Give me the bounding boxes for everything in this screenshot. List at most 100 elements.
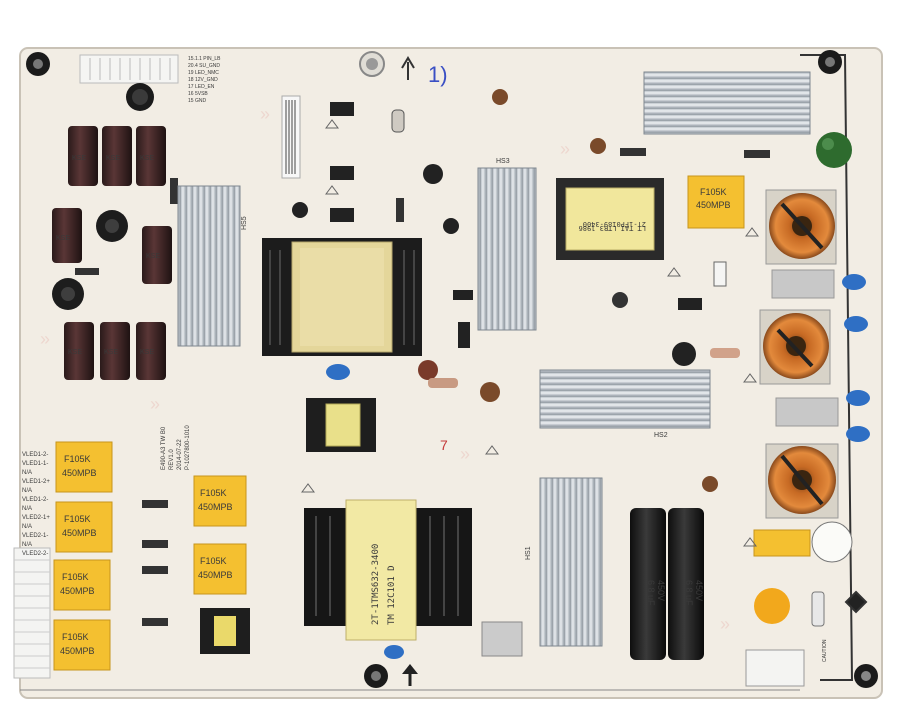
svg-text:F105K: F105K — [64, 514, 91, 524]
board-id-silk: E490-A3 TW B0 REV1.0 2014-07-22 P-102780… — [161, 425, 191, 470]
svg-text:15.1.1 PIN_LB: 15.1.1 PIN_LB — [188, 56, 221, 62]
led-output-connector — [13, 547, 51, 679]
svg-text:»: » — [40, 329, 50, 349]
arrow-icon — [402, 664, 418, 686]
svg-text:HS5: HS5 — [241, 216, 248, 230]
svg-text:P-1027800-1010: P-1027800-1010 — [185, 425, 191, 470]
electrolytic-capacitor — [126, 83, 154, 111]
x-capacitor: F105K 450MPB — [55, 441, 113, 493]
svg-text:REV1.0: REV1.0 — [169, 449, 175, 470]
blue-y-capacitors — [326, 274, 870, 659]
svg-text:»: » — [560, 139, 570, 159]
diode — [170, 178, 178, 204]
mounting-hole — [364, 664, 388, 688]
svg-text:F105K: F105K — [62, 632, 89, 642]
svg-text:F105K: F105K — [62, 572, 89, 582]
green-varistor — [816, 132, 852, 168]
svg-text:N/A: N/A — [22, 542, 32, 548]
svg-text:450MPB: 450MPB — [62, 468, 97, 478]
bottom-right-components: CAUTION — [745, 521, 868, 687]
svg-text:N/A: N/A — [22, 506, 32, 512]
caution-label: CAUTION — [822, 639, 828, 662]
svg-text:18 12V_GND: 18 12V_GND — [188, 77, 218, 83]
svg-text:N/A: N/A — [22, 524, 32, 530]
svg-text:VLED2-1+: VLED2-1+ — [22, 515, 50, 521]
led-connector-labels: VLED1-2- VLED1-1- N/A VLED1-2+ N/A VLED1… — [22, 452, 50, 557]
grey-capacitor — [775, 397, 839, 427]
svg-text:450V: 450V — [694, 580, 704, 601]
main-transformer — [262, 238, 422, 356]
svg-text:KSE: KSE — [68, 349, 82, 356]
svg-text:KSE: KSE — [140, 349, 154, 356]
x-capacitor: F105K 450MPB — [55, 501, 113, 553]
svg-text:»: » — [150, 394, 160, 414]
bulk-capacitor-2: 6 8 uF 450V — [668, 508, 704, 660]
svg-text:450MPB: 450MPB — [198, 502, 233, 512]
heatsink-hs3 — [477, 167, 537, 331]
grey-capacitor — [771, 269, 835, 299]
svg-text:HS3: HS3 — [496, 158, 510, 165]
red-hand-mark: 7 — [440, 437, 448, 453]
mounting-hole — [26, 52, 50, 76]
svg-text:KSE: KSE — [146, 253, 160, 260]
svg-text:20.4 SU_GND: 20.4 SU_GND — [188, 63, 220, 69]
transformer-top-label-1: 2T-1FP0189-3400 — [583, 220, 646, 228]
x-capacitor: F105K 450MPB — [193, 475, 247, 527]
coil-choke-1 — [765, 189, 837, 265]
transistor-group — [292, 89, 508, 234]
svg-text:»: » — [720, 614, 730, 634]
svg-text:F105K: F105K — [700, 187, 727, 197]
inductor — [96, 210, 128, 242]
heatsink-hs2 — [539, 369, 711, 429]
svg-text:450MPB: 450MPB — [198, 570, 233, 580]
small-components-mid — [418, 138, 770, 492]
svg-text:450MPB: 450MPB — [60, 586, 95, 596]
transformer-label-1: 2T-1TMS632-3400 — [371, 544, 381, 625]
x-capacitor: F105K 450MPB — [193, 543, 247, 595]
coil-choke-3 — [765, 443, 839, 519]
silk-triangles — [301, 119, 759, 547]
small-inductor-bottom — [200, 608, 250, 654]
top-connector — [79, 54, 179, 84]
svg-text:KSE: KSE — [104, 349, 118, 356]
transformer-large-bottom: 2T-1TMS632-3400 TM 12C101 D — [304, 499, 472, 641]
diode — [75, 268, 99, 275]
heatsink-hs5 — [177, 185, 241, 347]
svg-text:19 LED_NMC: 19 LED_NMC — [188, 70, 219, 76]
svg-text:KSE: KSE — [56, 235, 70, 242]
svg-text:HS1: HS1 — [525, 546, 532, 560]
svg-text:6 8 uF: 6 8 uF — [646, 580, 656, 606]
svg-text:VLED1-1-: VLED1-1- — [22, 461, 48, 467]
svg-text:E490-A3 TW B0: E490-A3 TW B0 — [161, 426, 167, 470]
x-capacitor-top-right: F105K 450MPB — [687, 175, 745, 229]
mounting-hole — [854, 664, 878, 688]
svg-text:KSE: KSE — [140, 155, 154, 162]
diode-row — [142, 500, 168, 626]
transformer-top-label-2: LT TAI LTR3 1986 — [579, 224, 646, 232]
inductor — [52, 278, 84, 310]
x-capacitor: F105K 450MPB — [53, 559, 111, 611]
svg-text:VLED2-1-: VLED2-1- — [22, 533, 48, 539]
svg-text:450MPB: 450MPB — [62, 528, 97, 538]
connector-silk-labels: 15.1.1 PIN_LB 20.4 SU_GND 19 LED_NMC 18 … — [188, 56, 221, 104]
barcode-sticker — [281, 95, 301, 179]
standby-transformer: 2T-1FP0189-3400 LT TAI LTR3 1986 — [556, 178, 664, 260]
svg-text:450MPB: 450MPB — [696, 200, 731, 210]
svg-text:N/A: N/A — [22, 488, 32, 494]
svg-text:F105K: F105K — [200, 556, 227, 566]
svg-text:F105K: F105K — [64, 454, 91, 464]
grey-box-cap — [481, 621, 523, 657]
svg-text:6 8 uF: 6 8 uF — [684, 580, 694, 606]
svg-text:450MPB: 450MPB — [60, 646, 95, 656]
svg-text:VLED2-2-: VLED2-2- — [22, 551, 48, 557]
svg-text:N/A: N/A — [22, 470, 32, 476]
svg-text:»: » — [460, 444, 470, 464]
svg-text:VLED1-2+: VLED1-2+ — [22, 479, 50, 485]
svg-text:VLED1-2-: VLED1-2- — [22, 452, 48, 458]
svg-text:15 GND: 15 GND — [188, 98, 206, 104]
mounting-hole — [359, 51, 385, 77]
transformer-label-2: TM 12C101 D — [387, 565, 397, 625]
svg-text:KSE: KSE — [106, 155, 120, 162]
